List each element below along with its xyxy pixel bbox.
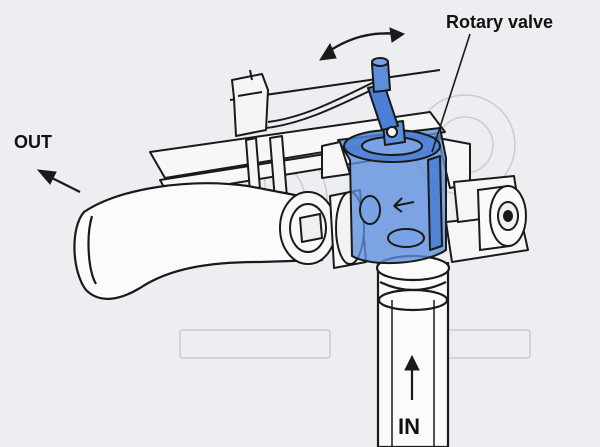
out-arrow	[36, 169, 81, 193]
in-label: IN	[398, 414, 420, 439]
in-pipe	[375, 254, 451, 447]
rotary-valve-label: Rotary valve	[446, 12, 553, 32]
control-cable	[265, 79, 381, 129]
in-arrow	[404, 354, 420, 400]
rotary-valve	[321, 127, 447, 265]
valve-stem	[367, 57, 406, 146]
rotation-arrow	[319, 27, 406, 61]
out-hose	[73, 182, 324, 300]
out-label: OUT	[14, 132, 52, 152]
right-end-cap	[476, 184, 527, 252]
rotary-valve-leader	[431, 33, 471, 153]
